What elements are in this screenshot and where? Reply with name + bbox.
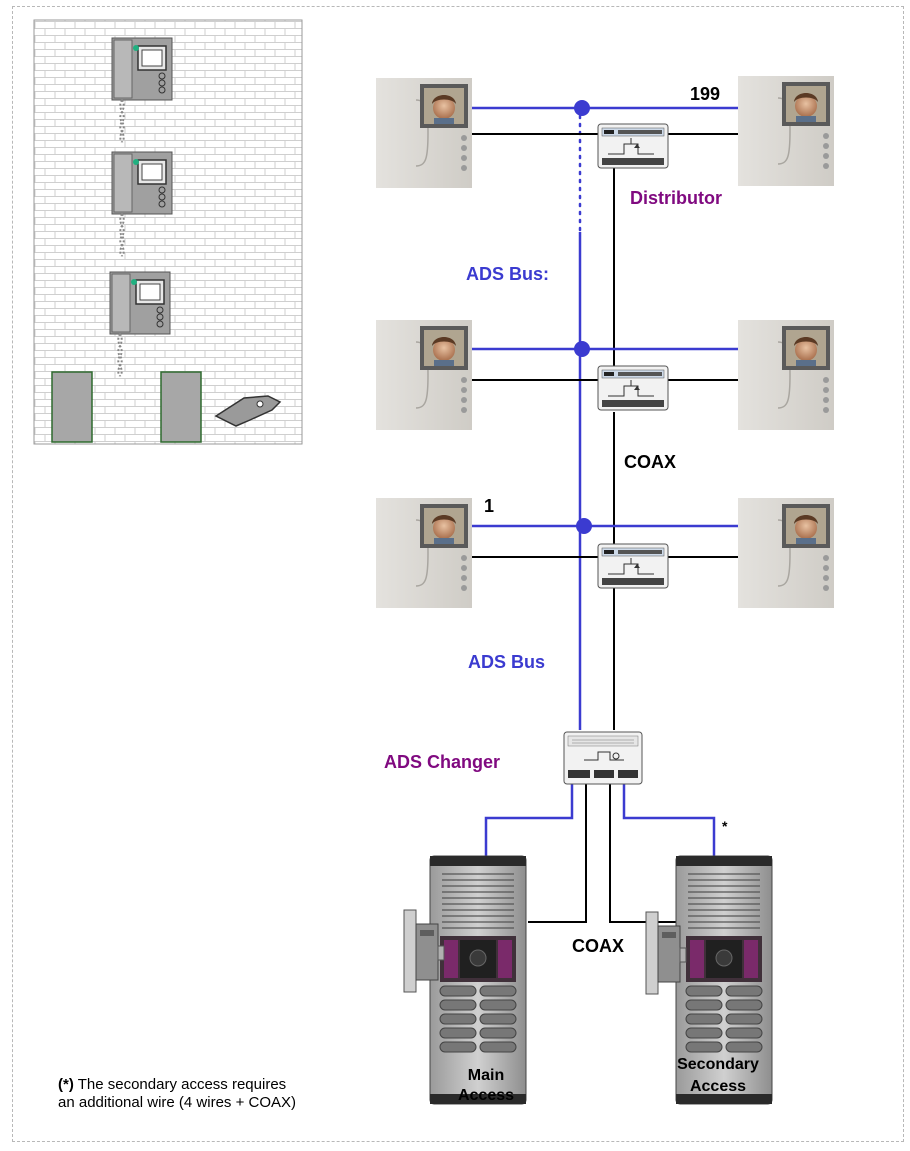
video-monitor-icon xyxy=(375,77,473,189)
coax-middle-label: COAX xyxy=(624,452,677,472)
main-access-label: Main Access xyxy=(438,1066,534,1106)
main-access-line2: Access xyxy=(457,1087,515,1104)
distributor-icon xyxy=(597,543,669,589)
asterisk-mark: * xyxy=(722,818,728,834)
video-monitor-icon xyxy=(737,75,835,187)
video-monitor-icon xyxy=(737,497,835,609)
secondary-access-line1: Secondary xyxy=(677,1056,759,1073)
video-monitor-icon xyxy=(375,319,473,431)
ads-changer-icon xyxy=(563,731,643,785)
distributor-icon xyxy=(597,123,669,169)
coax-bottom-label: COAX xyxy=(572,936,625,956)
secondary-access-line2: Access xyxy=(689,1078,747,1095)
unit-number-199: 199 xyxy=(690,84,721,104)
footnote: (*) The secondary access requires an add… xyxy=(58,1076,296,1112)
distributor-label: Distributor xyxy=(630,188,722,208)
ads-changer-label: ADS Changer xyxy=(384,752,501,772)
building-illustration xyxy=(33,19,303,445)
door-right xyxy=(160,371,202,443)
wiring xyxy=(470,100,742,923)
video-monitor-icon xyxy=(737,319,835,431)
door-left xyxy=(51,371,93,443)
dashed-frame xyxy=(12,6,904,1142)
ads-bus-upper-label: ADS Bus: xyxy=(466,264,550,284)
video-monitor-icon xyxy=(375,497,473,609)
ads-bus-lower-label: ADS Bus xyxy=(468,652,546,672)
footnote-mark: (*) xyxy=(58,1076,74,1093)
guard-cap-icon xyxy=(214,395,282,427)
footnote-line2: an additional wire (4 wires + COAX) xyxy=(58,1094,297,1111)
distributor-icon xyxy=(597,365,669,411)
main-access-line1: Main xyxy=(467,1067,505,1084)
footnote-line1: The secondary access requires xyxy=(73,1076,287,1093)
unit-number-1: 1 xyxy=(484,496,495,516)
secondary-access-label: Secondary Access xyxy=(658,1054,778,1098)
